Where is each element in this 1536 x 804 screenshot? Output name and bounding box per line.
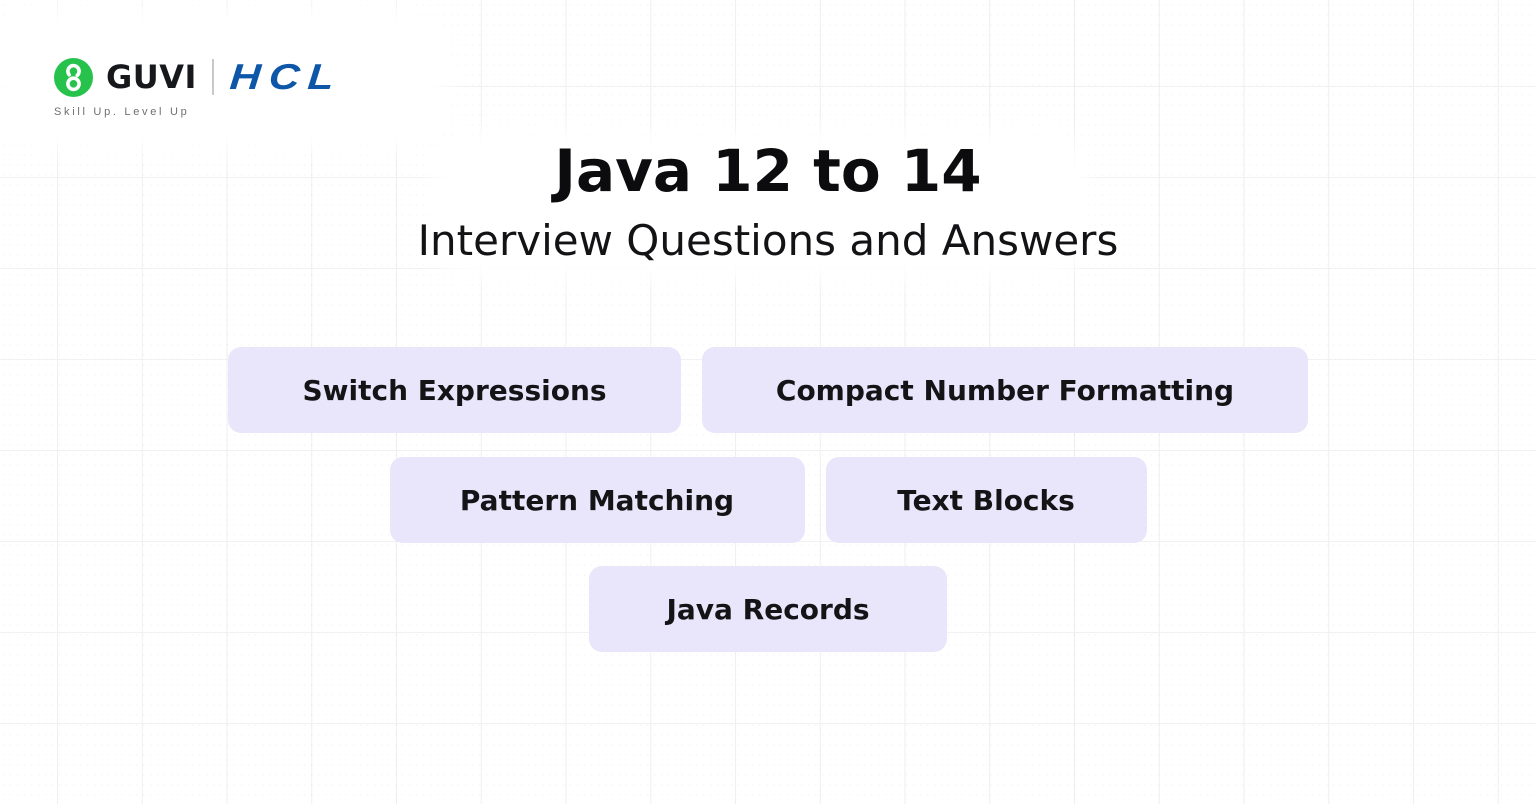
page-subtitle: Interview Questions and Answers <box>417 215 1119 265</box>
topic-chip-pattern-matching: Pattern Matching <box>389 457 805 543</box>
topic-chip-switch-expressions: Switch Expressions <box>228 347 681 433</box>
topic-row-2: Pattern Matching Text Blocks <box>0 457 1536 543</box>
page-title: Java 12 to 14 <box>554 137 982 205</box>
guvi-logo-icon <box>54 57 93 97</box>
title-block: Java 12 to 14 Interview Questions and An… <box>0 137 1536 265</box>
guvi-wordmark: GUVI <box>106 58 197 96</box>
topic-chip-compact-number-formatting: Compact Number Formatting <box>702 347 1308 433</box>
topic-chip-text-blocks: Text Blocks <box>825 457 1147 543</box>
logo-divider <box>211 59 214 95</box>
brand-header: GUVI HCL Skill Up. Level Up <box>54 56 344 118</box>
title-background-patch <box>450 150 1070 260</box>
topic-row-1: Switch Expressions Compact Number Format… <box>0 347 1536 433</box>
topic-chip-java-records: Java Records <box>589 566 947 652</box>
hcl-wordmark: HCL <box>228 56 344 97</box>
topic-row-3: Java Records <box>0 566 1536 652</box>
brand-tagline: Skill Up. Level Up <box>54 106 190 118</box>
